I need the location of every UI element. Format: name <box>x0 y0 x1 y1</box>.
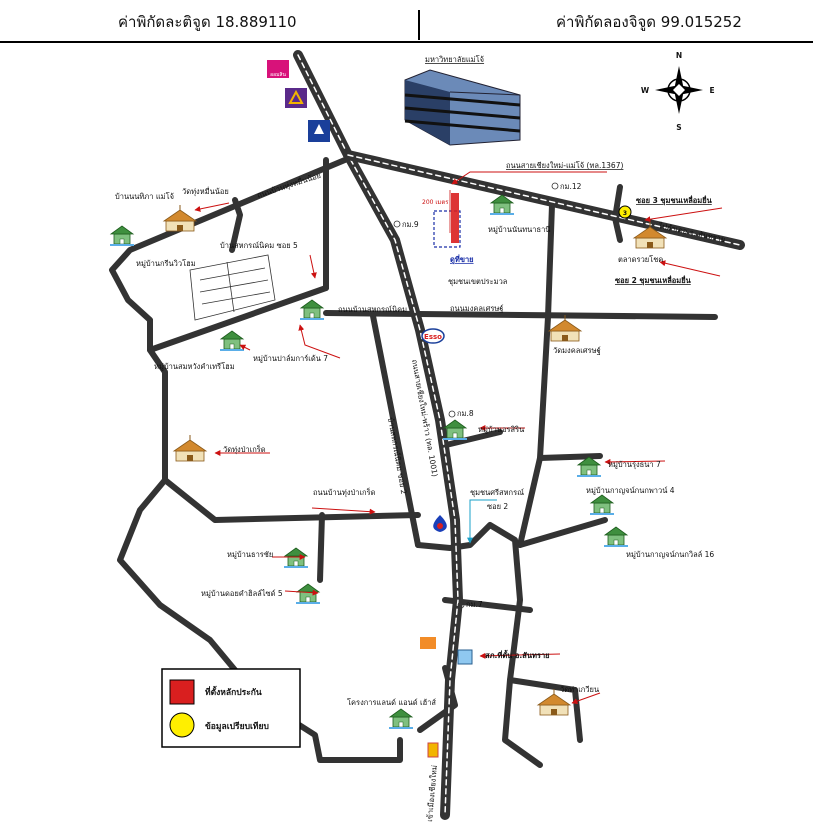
bottom-station-icon <box>427 742 439 758</box>
village-tharachai-label: หมู่บ้านธารชัย <box>227 550 273 559</box>
village-nanthana-label: หมู่บ้านนันทนาธานี <box>488 225 550 234</box>
gas-station-icon <box>433 515 447 532</box>
sahakorn-soi2-label: บ้านสหกรณ์นิคม ซอย 2 <box>386 417 408 495</box>
wat-tungmuennoi-label: วัดทุ่งหมื่นน้อย <box>182 186 229 196</box>
police-label: สภ.ที่ตั้น อ.สันทราย <box>485 649 550 660</box>
house-icon <box>299 299 325 321</box>
project-land-label: โครงการแลนด์ แอนด์ เฮ้าส์ <box>347 698 436 707</box>
village-kanchanavilla16-label: หมู่บ้านกาญจน์กนกวิลล์ 16 <box>626 550 714 559</box>
village-ornsiri-label: หมู่บ้านอรสิริน <box>478 425 524 434</box>
house-icon <box>489 194 515 216</box>
coordinate-header: ค่าพิกัดละติจูด 18.889110 ค่าพิกัดลองจิจ… <box>0 0 813 43</box>
main-highways <box>293 50 745 820</box>
village-kanchanakarn4-label: หมู่บ้านกาญจน์กนกพาวน์ 4 <box>586 486 675 495</box>
soi2-market-label: ซอย 2 ชุมชนเหลื่อมยื่น <box>615 274 692 285</box>
nongnoi-road-label: ถนนบ้านทุ่งหมื่นน้อย <box>256 170 322 200</box>
tungpakret-road-label: ถนนบ้านทุ่งป่าเกร็ด <box>313 487 376 497</box>
krinvinton-label: หมู่บ้านกรีนวิวโฮม <box>136 259 196 268</box>
mongkhonset-road-label: ถนนมงคลเศรษฐ์ <box>450 304 503 313</box>
village-palm7-label: หมู่บ้านปาล์มการ์เด้น 7 <box>253 354 328 363</box>
temple-icon <box>163 204 197 232</box>
esso-logo: Esso <box>421 328 445 344</box>
house-icon <box>603 526 629 548</box>
sahakorn-road-label: ถนนบ้านสหกรณ์นิคม <box>338 305 407 314</box>
temple-icon <box>548 314 582 342</box>
km9-label: กม.9 <box>402 220 419 229</box>
ptt-logo <box>420 637 436 649</box>
subject-property: 200 เมตร ดูที่ขาย ชุมชนเขตประมวล <box>422 190 507 286</box>
latitude-label: ค่าพิกัดละติจูด 18.889110 <box>118 13 297 31</box>
svg-text:Esso: Esso <box>424 333 442 341</box>
village-doikham5-label: หมู่บ้านดอยคำฮิลล์ไซด์ 5 <box>201 589 283 598</box>
legend-comparison-label: ข้อมูลเปรียบเทียบ <box>205 721 269 732</box>
house-icon <box>295 583 321 605</box>
university-building <box>404 69 521 146</box>
house-icon <box>109 225 135 247</box>
subject-label: ดูที่ขาย <box>450 253 474 265</box>
annotation-arrows <box>194 171 723 705</box>
sahakorn-soi5-label: บ้านสหกรณ์นิคม ซอย 5 <box>220 241 298 250</box>
soi3-label: ซอย 3 ชุมชนเหลื่อมยื่น <box>636 194 713 205</box>
house-icon <box>589 494 615 516</box>
compass-rose: N S E W <box>641 51 715 132</box>
comparison-marker: 3 <box>618 205 632 219</box>
soi2-arrow <box>467 499 497 544</box>
village-rungthana-label: หมู่บ้านรุ่งธนา 7 <box>608 460 661 469</box>
legend-collateral-label: ที่ตั้งหลักประกัน <box>205 685 262 698</box>
km-markers <box>393 182 559 609</box>
soi2-label: ซอย 2 <box>487 502 508 511</box>
svg-text:3: 3 <box>623 210 627 217</box>
header-rule <box>0 41 813 43</box>
hwy1367-label: ถนนสายเชียงใหม่-แม่โจ้ (ทล.1367) <box>506 161 623 170</box>
housing-block-diagram <box>189 254 276 321</box>
house-icon <box>388 708 414 730</box>
house-icon <box>283 547 309 569</box>
km12-label: กม.12 <box>560 182 582 191</box>
university-label: มหาวิทยาลัยแม่โจ้ <box>425 55 484 64</box>
wat-mongkhonset-label: วัดมงคลเศรษฐ์ <box>553 346 601 355</box>
community-soi2-label: ชุมชนศรีสหกรณ์ <box>470 488 524 497</box>
bank-logos: ออมสิน <box>267 60 330 142</box>
compass-n: N <box>676 51 682 60</box>
ban-nabhirom-label: บ้านนนทิภา แม่โจ้ <box>115 192 174 201</box>
compass-s: S <box>676 123 681 132</box>
location-map: มหาวิทยาลัยแม่โจ้ ออมสิน N S E W 200 เมต… <box>109 50 745 822</box>
km8-label: กม.8 <box>457 409 474 418</box>
distance-label: 200 เมตร <box>422 199 449 206</box>
compass-e: E <box>709 86 714 95</box>
legend: ที่ตั้งหลักประกัน ข้อมูลเปรียบเทียบ <box>161 668 301 748</box>
legend-swatch-comparison <box>169 712 195 738</box>
logo-ombin-label: ออมสิน <box>270 71 286 78</box>
header-divider <box>418 10 420 40</box>
to-chiangmai-label: เข้าเมืองเชียงใหม่ <box>425 765 439 822</box>
market-label: ตลาดรวยโชค <box>618 255 663 264</box>
km7-label: กม.7 <box>466 600 483 609</box>
house-icon <box>576 456 602 478</box>
house-icon <box>219 330 245 352</box>
wat-thakwian-label: วัดท่าเกวียน <box>560 685 599 694</box>
compass-w: W <box>641 86 650 95</box>
longitude-label: ค่าพิกัดลองจิจูด 99.015252 <box>556 13 742 31</box>
police-icon <box>457 649 473 665</box>
village-sombhong-label: หมู่บ้านสมหวังคำเทรีโฮม <box>154 362 235 371</box>
subject-bounds-label: ชุมชนเขตประมวล <box>448 277 507 286</box>
temple-icon <box>173 434 207 462</box>
wat-tungpakret-label: วัดทุ่งป่าเกร็ด <box>223 444 266 454</box>
legend-swatch-collateral <box>169 679 195 705</box>
house-icon <box>442 419 468 441</box>
